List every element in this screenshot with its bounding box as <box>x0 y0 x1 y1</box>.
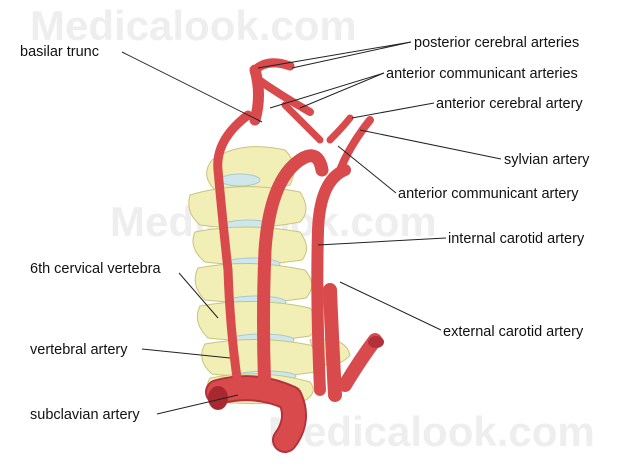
leader-subclavian <box>156 394 239 415</box>
leader-basilar-trunc <box>121 51 263 123</box>
leader-anterior-communicant-artery <box>337 145 397 194</box>
label-anterior-communicant-arteries: anterior communicant arteries <box>386 66 578 82</box>
leader-internal-carotid <box>317 237 447 246</box>
label-vertebral-artery: vertebral artery <box>30 342 128 358</box>
label-basilar-trunc: basilar trunc <box>20 44 99 60</box>
leader-anterior-communicant-arteries-1 <box>269 72 385 109</box>
arteries <box>205 58 384 453</box>
label-sylvian-artery: sylvian artery <box>504 152 590 168</box>
label-anterior-communicant-artery: anterior communicant artery <box>398 186 579 202</box>
label-sixth-cervical-vertebra: 6th cervical vertebra <box>30 261 161 277</box>
leader-vertebral-artery <box>141 348 231 359</box>
watermark-bottom: Medicalook.com <box>268 408 595 455</box>
leader-sylvian <box>359 129 502 160</box>
leader-posterior-cerebral-1 <box>257 41 412 69</box>
leader-posterior-cerebral-2 <box>291 41 412 69</box>
label-anterior-cerebral-artery: anterior cerebral artery <box>436 96 583 112</box>
label-internal-carotid-artery: internal carotid artery <box>448 231 585 247</box>
label-subclavian-artery: subclavian artery <box>30 407 140 423</box>
label-external-carotid-artery: external carotid artery <box>443 324 584 340</box>
label-posterior-cerebral-arteries: posterior cerebral arteries <box>414 35 579 51</box>
labels: basilar trunc posterior cerebral arterie… <box>20 35 590 423</box>
leader-sixth-vertebra <box>178 272 219 319</box>
leader-lines <box>121 41 502 415</box>
leader-external-carotid <box>339 281 442 331</box>
leader-anterior-cerebral <box>351 102 435 119</box>
watermark-top: Medicalook.com <box>30 2 357 49</box>
leader-anterior-communicant-arteries-2 <box>299 72 385 109</box>
